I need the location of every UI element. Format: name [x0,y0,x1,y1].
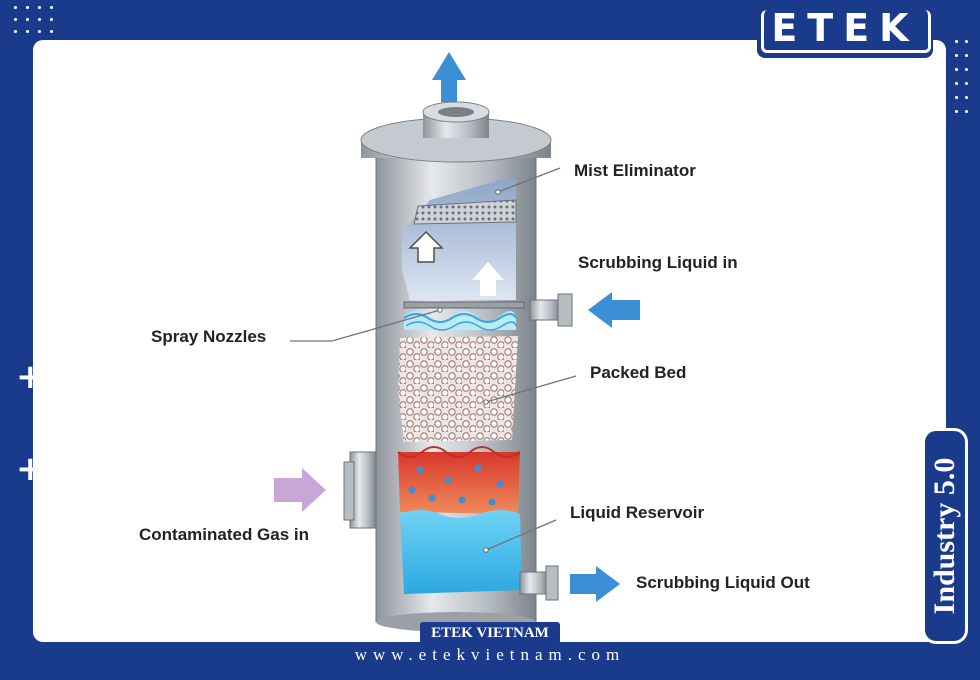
packed-bed [398,336,518,442]
liquid-reservoir [400,510,522,594]
decor-dots-top-left [14,6,54,46]
website-url[interactable]: www.etekvietnam.com [354,645,626,664]
etek-logo: ETEK [757,6,933,58]
label-spray-nozzles: Spray Nozzles [151,327,266,346]
label-packed-bed: Packed Bed [590,363,686,382]
liquid-inlet-arrow [588,292,640,328]
label-scrubbing-liquid-in: Scrubbing Liquid in [578,253,738,272]
liquid-outlet-arrow [570,566,620,602]
gas-inlet-arrow [274,468,326,512]
spray-header [403,301,525,309]
gas-outlet-arrow [432,52,466,102]
reaction-zone [398,452,520,514]
label-liquid-reservoir: Liquid Reservoir [570,503,705,522]
logo-text: ETEK [771,6,919,50]
label-contaminated-gas-in: Contaminated Gas in [139,525,309,544]
mist-eliminator [413,199,517,225]
industry-side-tab: Industry 5.0 [922,428,968,644]
brand-tag: ETEK VIETNAM [420,622,560,644]
label-scrubbing-liquid-out: Scrubbing Liquid Out [636,573,810,592]
logo-frame [761,10,931,53]
label-mist-eliminator: Mist Eliminator [574,161,696,180]
industry-tab-label: Industry 5.0 [928,457,961,615]
decor-dots-right [955,40,975,130]
